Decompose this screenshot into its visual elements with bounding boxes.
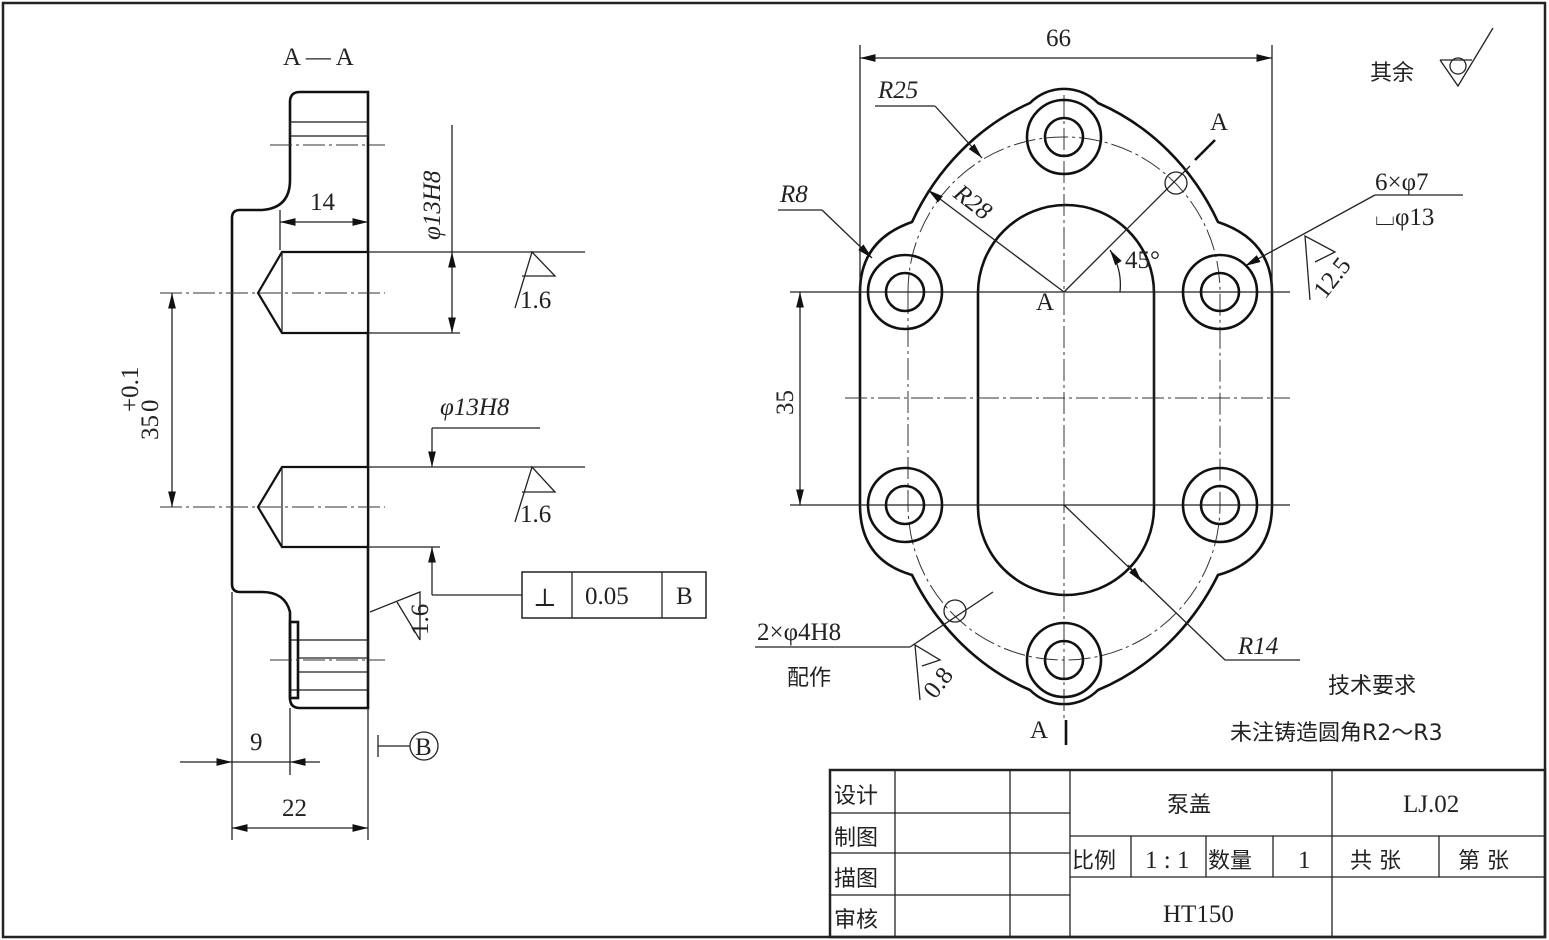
section-mark-bottom: A (1030, 717, 1048, 744)
cover-outline (858, 87, 1274, 706)
bolt-hole-top (1025, 98, 1103, 176)
dim-9: 9 (250, 729, 263, 756)
other-roughness-label: 其余 (1370, 61, 1414, 86)
section-mark-top: A (1210, 109, 1228, 136)
bolt-hole-right-lower (1181, 466, 1259, 544)
radius-r25: R25 (877, 77, 918, 104)
roughness-holes: 12.5 (1308, 253, 1356, 304)
role-tracing: 描图 (834, 867, 878, 892)
geometric-tolerance-frame: ⊥ 0.05 B (521, 571, 707, 619)
roughness-symbol (514, 250, 557, 309)
title-block: 设计 制图 描图 审核 泵盖 LJ.02 比例 1 : 1 数量 1 共 张 第… (828, 768, 1547, 939)
roughness-top: 1.6 (520, 287, 551, 314)
section-title: A — A (283, 44, 354, 71)
total-sheets: 共 张 (1350, 849, 1401, 874)
perpendicularity-symbol: ⊥ (533, 585, 557, 612)
quantity-label: 数量 (1208, 849, 1252, 874)
plan-view: A A A 45° 66 R25 R28 R8 35 6×φ7 ⌴φ13 12.… (755, 25, 1494, 746)
angle-45: 45° (1125, 247, 1160, 274)
counterbore-note: ⌴φ13 (1375, 204, 1434, 231)
dim-35-tol-lower: 0 (137, 400, 164, 413)
dim-bore-bottom: φ13H8 (440, 394, 510, 421)
dim-35: 35 (772, 390, 799, 415)
pin-hole-lower (943, 599, 967, 623)
dim-35-tol-upper: +0.1 (117, 367, 144, 412)
bolt-hole-left-lower (866, 466, 944, 544)
scale-label: 比例 (1072, 849, 1116, 874)
dim-14: 14 (310, 189, 336, 216)
holes-note: 6×φ7 (1375, 169, 1429, 196)
section-mark-center: A (1036, 289, 1054, 316)
pin-hole-upper (1164, 171, 1188, 195)
datum-b-label: B (415, 734, 432, 761)
drawing-number: LJ.02 (1403, 791, 1459, 818)
section-body (230, 90, 370, 710)
pin-holes-note: 2×φ4H8 (757, 619, 841, 646)
roughness-bottom: 1.6 (520, 501, 551, 528)
dim-35-main: 35 (137, 415, 164, 440)
section-view: A — A 14 φ13H8 1.6 35 +0.1 0 (117, 44, 707, 840)
roughness-pin: 0.8 (918, 662, 959, 703)
scale-value: 1 : 1 (1145, 847, 1189, 874)
dim-22: 22 (282, 795, 307, 822)
radius-r8: R8 (779, 181, 808, 208)
part-name: 泵盖 (1167, 793, 1211, 818)
bolt-hole-left-upper (866, 253, 944, 331)
radius-r28: R28 (948, 179, 998, 226)
radius-r14: R14 (1237, 633, 1278, 660)
roughness-not-machined-icon (1439, 27, 1494, 88)
role-drafting: 制图 (834, 826, 878, 851)
sheet-number: 第 张 (1458, 849, 1509, 874)
role-review: 审核 (834, 908, 878, 933)
material: HT150 (1163, 901, 1234, 928)
roughness-face: 1.6 (407, 604, 434, 635)
bolt-hole-bottom (1025, 621, 1103, 699)
tech-requirements-title: 技术要求 (1328, 674, 1416, 699)
tolerance-value: 0.05 (585, 583, 629, 610)
quantity-value: 1 (1298, 847, 1311, 874)
tech-requirements-line1: 未注铸造圆角R2～R3 (1230, 721, 1443, 746)
pin-holes-sub: 配作 (787, 666, 831, 691)
role-design: 设计 (834, 784, 878, 809)
dim-bore-top: φ13H8 (419, 170, 446, 240)
dim-66: 66 (1046, 25, 1071, 52)
bolt-hole-right-upper (1181, 253, 1259, 331)
tolerance-datum: B (676, 583, 693, 610)
